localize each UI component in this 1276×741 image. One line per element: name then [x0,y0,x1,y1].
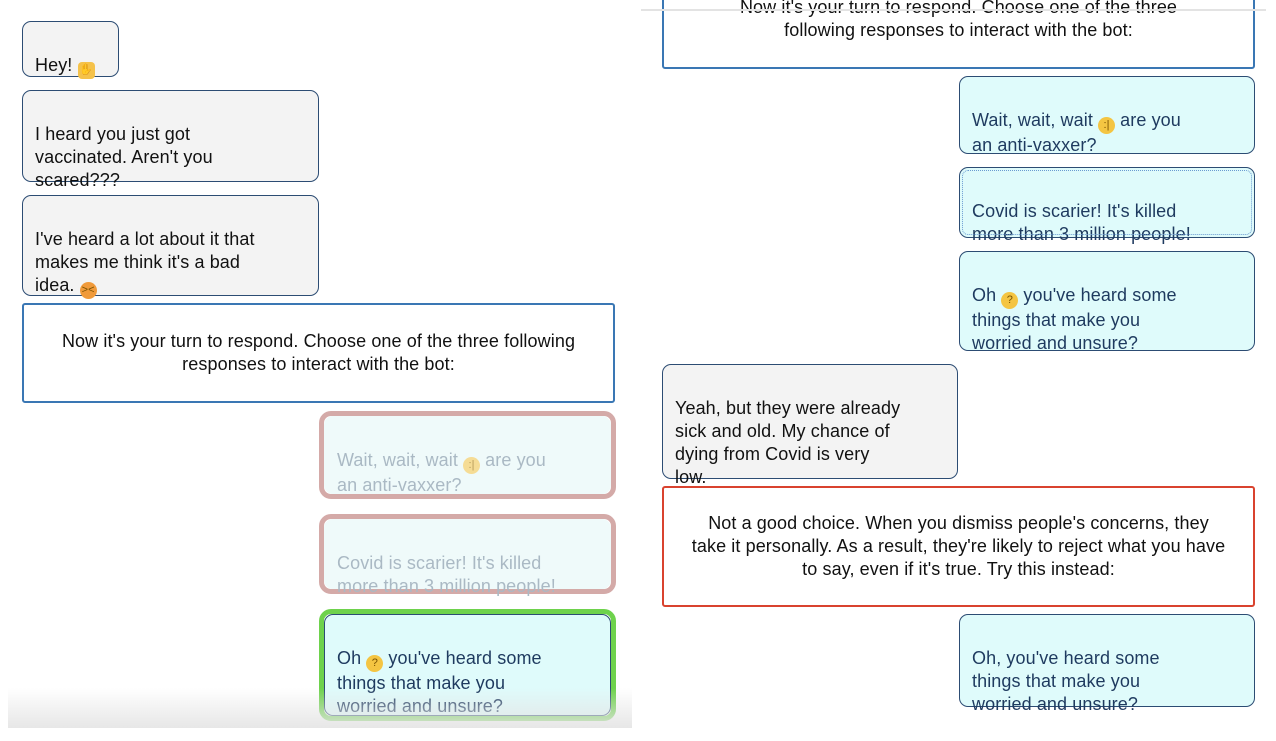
angry-face-icon: >< [79,282,97,299]
bot-message-text: I heard you just got vaccinated. Aren't … [35,124,213,190]
thinking-face-icon: ? [366,655,384,672]
option-text-pre: Wait, wait, wait [337,450,464,470]
instruction-text-tail: following responses to interact with the… [784,19,1133,40]
bot-reply-text: Yeah, but they were already sick and old… [675,398,901,487]
response-option-covid-scarier[interactable]: Covid is scarier! It's killed more than … [319,514,616,596]
response-text-pre: Oh [972,285,1002,305]
bot-message-text: I've heard a lot about it that makes me … [35,229,255,295]
response-option-antivaxxer[interactable]: Wait, wait, wait :| are you an anti-vaxx… [319,411,616,499]
user-response-covid-scarier: Covid is scarier! It's killed more than … [959,167,1255,244]
bot-reply: Yeah, but they were already sick and old… [662,364,958,487]
user-response-antivaxxer: Wait, wait, wait :| are you an anti-vaxx… [959,76,1255,155]
waving-hand-icon: ✋ [77,62,95,79]
feedback-text: Not a good choice. When you dismiss peop… [691,513,1226,579]
response-option-text[interactable]: Wait, wait, wait :| are you an anti-vaxx… [324,416,611,495]
suggested-response: Oh, you've heard some things that make y… [959,614,1255,714]
option-text-pre: Oh [337,648,367,668]
left-chat-panel: Hey! ✋ I heard you just got vaccinated. … [8,0,632,728]
user-response-worried: Oh ? you've heard some things that make … [959,251,1255,353]
response-option-text[interactable]: Oh ? you've heard some things that make … [324,614,611,716]
feedback-box: Not a good choice. When you dismiss peop… [662,486,1255,607]
response-text-pre: Wait, wait, wait [972,110,1099,130]
bot-message-greeting: Hey! ✋ [22,21,119,79]
bot-message-vaccinated: I heard you just got vaccinated. Aren't … [22,90,319,190]
instruction-box: Now it's your turn to respond. Choose on… [22,303,615,403]
right-chat-panel: Now it's your turn to respond. Choose on… [641,0,1266,728]
suggested-response-text: Oh, you've heard some things that make y… [972,648,1160,714]
response-text-post: you've heard some things that make you w… [972,285,1177,353]
grimacing-face-icon: :| [1098,117,1116,134]
instruction-text-partial: Now it's your turn to respond. Choose on… [740,0,1177,19]
option-text-post: are you an anti-vaxxer? [337,450,546,495]
option-text: Covid is scarier! It's killed more than … [337,553,556,596]
bot-message-bad-idea: I've heard a lot about it that makes me … [22,195,319,299]
response-text-post: are you an anti-vaxxer? [972,110,1181,155]
response-option-text[interactable]: Covid is scarier! It's killed more than … [324,519,611,596]
top-divider [641,9,1266,11]
response-text: Covid is scarier! It's killed more than … [972,201,1191,244]
response-option-worried[interactable]: Oh ? you've heard some things that make … [319,609,616,721]
instruction-box-scrolled: Now it's your turn to respond. Choose on… [662,0,1255,69]
instruction-text: Now it's your turn to respond. Choose on… [61,331,576,374]
bot-message-text: Hey! [35,55,78,75]
grimacing-face-icon: :| [463,457,481,474]
thinking-face-icon: ? [1001,292,1019,309]
